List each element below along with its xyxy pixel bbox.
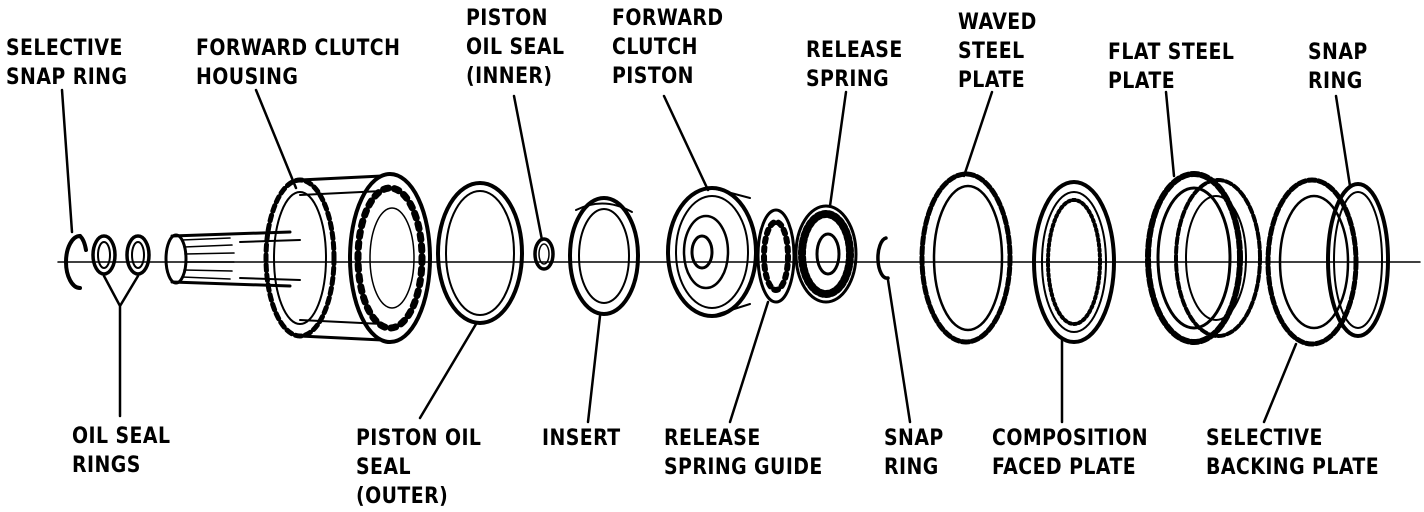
waved-steel-plate-part (919, 171, 1013, 345)
leader-release-spring-guide (728, 300, 770, 424)
leader-insert (586, 314, 602, 424)
label-flat-steel-plate: FLAT STEEL PLATE (1108, 40, 1235, 94)
leader-selective-backing-plate (1262, 342, 1298, 424)
piston-oil-seal-outer-part (436, 181, 524, 325)
leader-snap-ring-bottom (886, 278, 912, 424)
forward-clutch-housing-part (164, 172, 432, 344)
leader-snap-ring-top (1334, 94, 1352, 188)
leader-release-spring (828, 90, 848, 208)
label-oil-seal-rings: OIL SEAL RINGS (72, 424, 171, 478)
label-snap-ring-top: SNAP RING (1308, 40, 1368, 94)
release-spring-part (794, 204, 858, 304)
label-composition-faced-plate: COMPOSITION FACED PLATE (992, 426, 1149, 480)
label-snap-ring-bottom: SNAP RING (884, 426, 944, 480)
flat-steel-plate-part (1145, 171, 1262, 345)
leader-lines (60, 88, 1352, 424)
piston-oil-seal-inner-part (533, 237, 555, 271)
leader-flat-steel-plate (1164, 90, 1176, 178)
leader-forward-clutch-housing (254, 88, 298, 190)
leader-oil-seal-rings (102, 274, 140, 418)
leader-waved-steel-plate (962, 90, 994, 178)
leader-piston-oil-seal-inner (512, 94, 544, 242)
label-piston-oil-seal-inner: PISTON OIL SEAL (INNER) (466, 6, 565, 89)
forward-clutch-piston-part (666, 186, 758, 318)
leader-piston-oil-seal-outer (418, 322, 478, 420)
selective-backing-plate-part (1265, 177, 1359, 347)
insert-part (568, 196, 640, 316)
label-selective-backing-plate: SELECTIVE BACKING PLATE (1206, 426, 1380, 480)
label-forward-clutch-housing: FORWARD CLUTCH HOUSING (196, 36, 401, 90)
leader-selective-snap-ring (60, 88, 74, 234)
label-forward-clutch-piston: FORWARD CLUTCH PISTON (612, 6, 724, 89)
label-selective-snap-ring: SELECTIVE SNAP RING (6, 36, 128, 90)
selective-snap-ring-part (64, 234, 88, 290)
snap-ring-part (876, 236, 890, 280)
release-spring-guide-part (756, 208, 796, 304)
label-piston-oil-seal-outer: PISTON OIL SEAL (OUTER) (356, 426, 482, 509)
label-release-spring-guide: RELEASE SPRING GUIDE (664, 426, 823, 480)
label-waved-steel-plate: WAVED STEEL PLATE (958, 10, 1037, 93)
leader-forward-clutch-piston (662, 94, 710, 192)
composition-faced-plate-part (1032, 180, 1116, 344)
label-insert: INSERT (542, 426, 621, 451)
label-release-spring: RELEASE SPRING (806, 38, 903, 92)
oil-seal-rings-part (91, 234, 151, 276)
large-snap-ring-part (1326, 182, 1390, 338)
